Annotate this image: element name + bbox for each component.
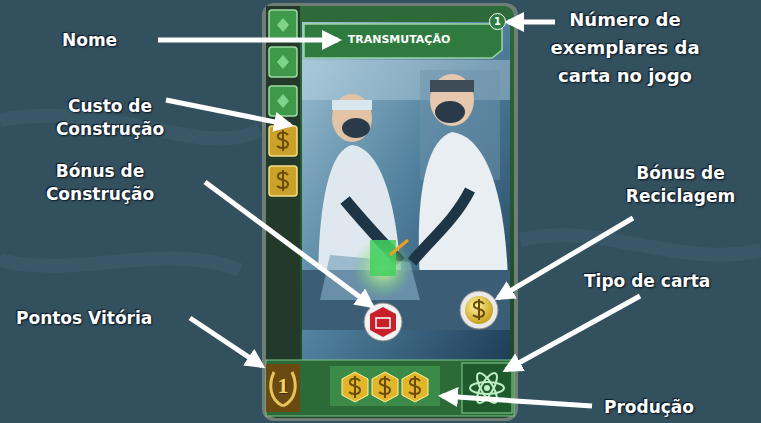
construction-bonus-icon (370, 307, 396, 337)
construction-bonus-ring (364, 303, 402, 341)
card-type-box (462, 363, 512, 413)
recycling-bonus-coin (465, 296, 493, 324)
dollar-symbol (349, 376, 360, 398)
resource-symbol (277, 94, 289, 108)
callout-label: Produção (604, 396, 734, 419)
card-name-plate: TRANSMUTAÇÃO (304, 26, 494, 52)
atom-nucleus (484, 385, 490, 391)
green-flask (370, 240, 396, 276)
callout-label: Nome (62, 29, 162, 52)
scientist-hair (430, 80, 474, 92)
money-icon (269, 126, 297, 156)
dollar-symbol (379, 376, 390, 398)
resource-symbol (277, 55, 289, 69)
dollar-symbol (473, 299, 484, 320)
callout-label: Tipo de carta (584, 270, 759, 293)
lab-scene (302, 22, 510, 360)
tool (390, 240, 408, 255)
copies-count-circle: 1 (489, 13, 506, 30)
node-text: 1 (278, 375, 289, 397)
leader-arrow (205, 182, 372, 306)
card-body (266, 6, 514, 418)
dollar-symbol (277, 130, 288, 151)
money-hex (342, 372, 368, 402)
gas-mask (342, 118, 370, 138)
green-resource-icon (269, 86, 297, 116)
leader-arrow (442, 396, 592, 406)
card-frame (262, 3, 518, 421)
cost-rail (266, 6, 300, 361)
leader-arrow (166, 100, 290, 125)
leader-arrow (190, 318, 262, 366)
dollar-symbol (409, 376, 420, 398)
leader-arrow (506, 296, 640, 370)
leader-arrow (158, 38, 338, 43)
money-hex (372, 372, 398, 402)
victory-points-box (266, 364, 300, 412)
gas-mask (435, 101, 465, 123)
scientist-cap (332, 100, 372, 110)
dollar-symbol (277, 170, 288, 191)
resource-symbol (277, 18, 289, 32)
scientist-arm (412, 190, 470, 262)
atom-orbit (470, 382, 504, 394)
callout-label: Bónus de Construção (30, 160, 170, 206)
scientist-head (430, 74, 474, 126)
production-panel (330, 366, 440, 406)
green-resource-icon (269, 10, 297, 40)
money-icon (269, 166, 297, 196)
bonus-symbol (376, 318, 390, 328)
glow (353, 238, 413, 298)
laurel (271, 372, 295, 406)
leader-arrow (508, 20, 555, 25)
green-resource-icon (269, 47, 297, 77)
callout-label: Bónus de Reciclagem (608, 162, 753, 208)
bottom-bar (266, 360, 514, 416)
scientist-head (332, 94, 372, 142)
recycling-bonus-ring (460, 291, 498, 329)
money-hex (402, 372, 428, 402)
node-text: 1 (494, 17, 501, 27)
node-text: TRANSMUTAÇÃO (348, 34, 451, 45)
callout-label: Número de exemplares da carta no jogo (545, 6, 705, 90)
production-icons (342, 372, 428, 402)
victory-points-badge: 1 (266, 368, 300, 404)
callout-label: Custo de Construção (40, 95, 180, 141)
callout-label: Pontos Vitória (16, 307, 186, 330)
